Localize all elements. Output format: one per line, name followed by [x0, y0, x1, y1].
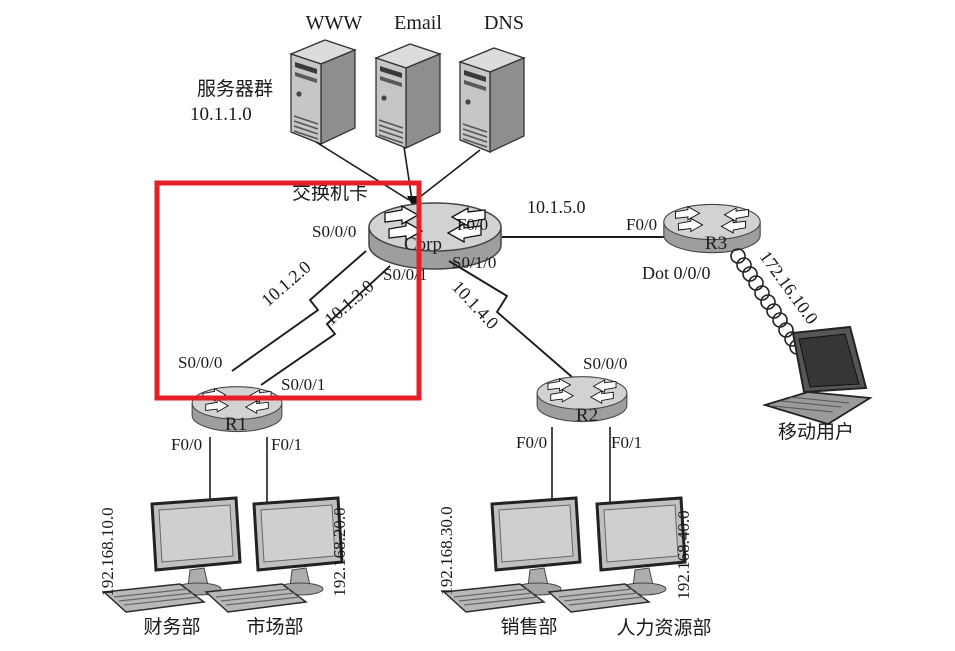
mobile-user-label: 移动用户 — [778, 421, 854, 443]
router-r3-name: R3 — [705, 233, 727, 254]
router-r1-name: R1 — [225, 414, 247, 435]
r2-if-s000: S0/0/0 — [583, 354, 627, 373]
link-corp-r3-net: 10.1.5.0 — [527, 197, 586, 217]
pc-finance-ip: 192.168.10.0 — [98, 507, 117, 596]
corp-if-s010: S0/1/0 — [452, 253, 496, 272]
r1-if-f01: F0/1 — [271, 435, 302, 454]
r2-if-f01: F0/1 — [611, 433, 642, 452]
pc-market-label: 市场部 — [246, 616, 303, 638]
pc-hr-ip: 192.168.40.0 — [674, 510, 693, 599]
server-dns-label: DNS — [484, 12, 524, 34]
server-group-label: 服务器群 — [197, 78, 273, 100]
laptop-mobile-user-icon — [761, 325, 873, 425]
switch-card-label: 交换机卡 — [292, 182, 368, 204]
link-r3-mobile — [730, 248, 805, 355]
r1-if-s001: S0/0/1 — [281, 375, 325, 394]
pc-sales-label: 销售部 — [500, 616, 557, 638]
server-group-ip: 10.1.1.0 — [190, 104, 252, 125]
r3-if-dot: Dot 0/0/0 — [642, 263, 711, 283]
r3-if-f00: F0/0 — [626, 215, 657, 234]
server-email-label: Email — [394, 12, 442, 34]
link-www-corp — [315, 141, 410, 201]
link-dns-corp — [415, 149, 481, 201]
pc-finance-label: 财务部 — [143, 616, 200, 638]
corp-if-s001: S0/0/1 — [383, 265, 427, 284]
r1-if-s000: S0/0/0 — [178, 353, 222, 372]
server-www-label: WWW — [306, 12, 363, 34]
link-email-corp — [403, 146, 413, 201]
server-www-icon — [290, 39, 356, 145]
corp-if-s000: S0/0/0 — [312, 222, 356, 241]
server-dns-icon — [459, 47, 525, 153]
link-corp-r2 — [448, 260, 573, 378]
highlight-rectangle — [154, 180, 422, 401]
link-corp-r1-b — [260, 265, 391, 386]
link-corp-r2-net: 10.1.4.0 — [448, 277, 503, 333]
router-corp-name: Corp — [404, 234, 442, 255]
corp-if-f00: F0/0 — [457, 215, 488, 234]
link-corp-r1-a — [231, 250, 367, 372]
pc-sales-ip: 192.168.30.0 — [437, 506, 456, 595]
pc-market-ip: 192.168.20.0 — [330, 507, 349, 596]
link-corp-r1-a-net: 10.1.2.0 — [257, 257, 314, 310]
r2-if-f00: F0/0 — [516, 433, 547, 452]
server-email-icon — [375, 43, 441, 149]
r1-if-f00: F0/0 — [171, 435, 202, 454]
router-r2-name: R2 — [576, 405, 598, 426]
pc-hr-label: 人力资源部 — [616, 617, 711, 639]
